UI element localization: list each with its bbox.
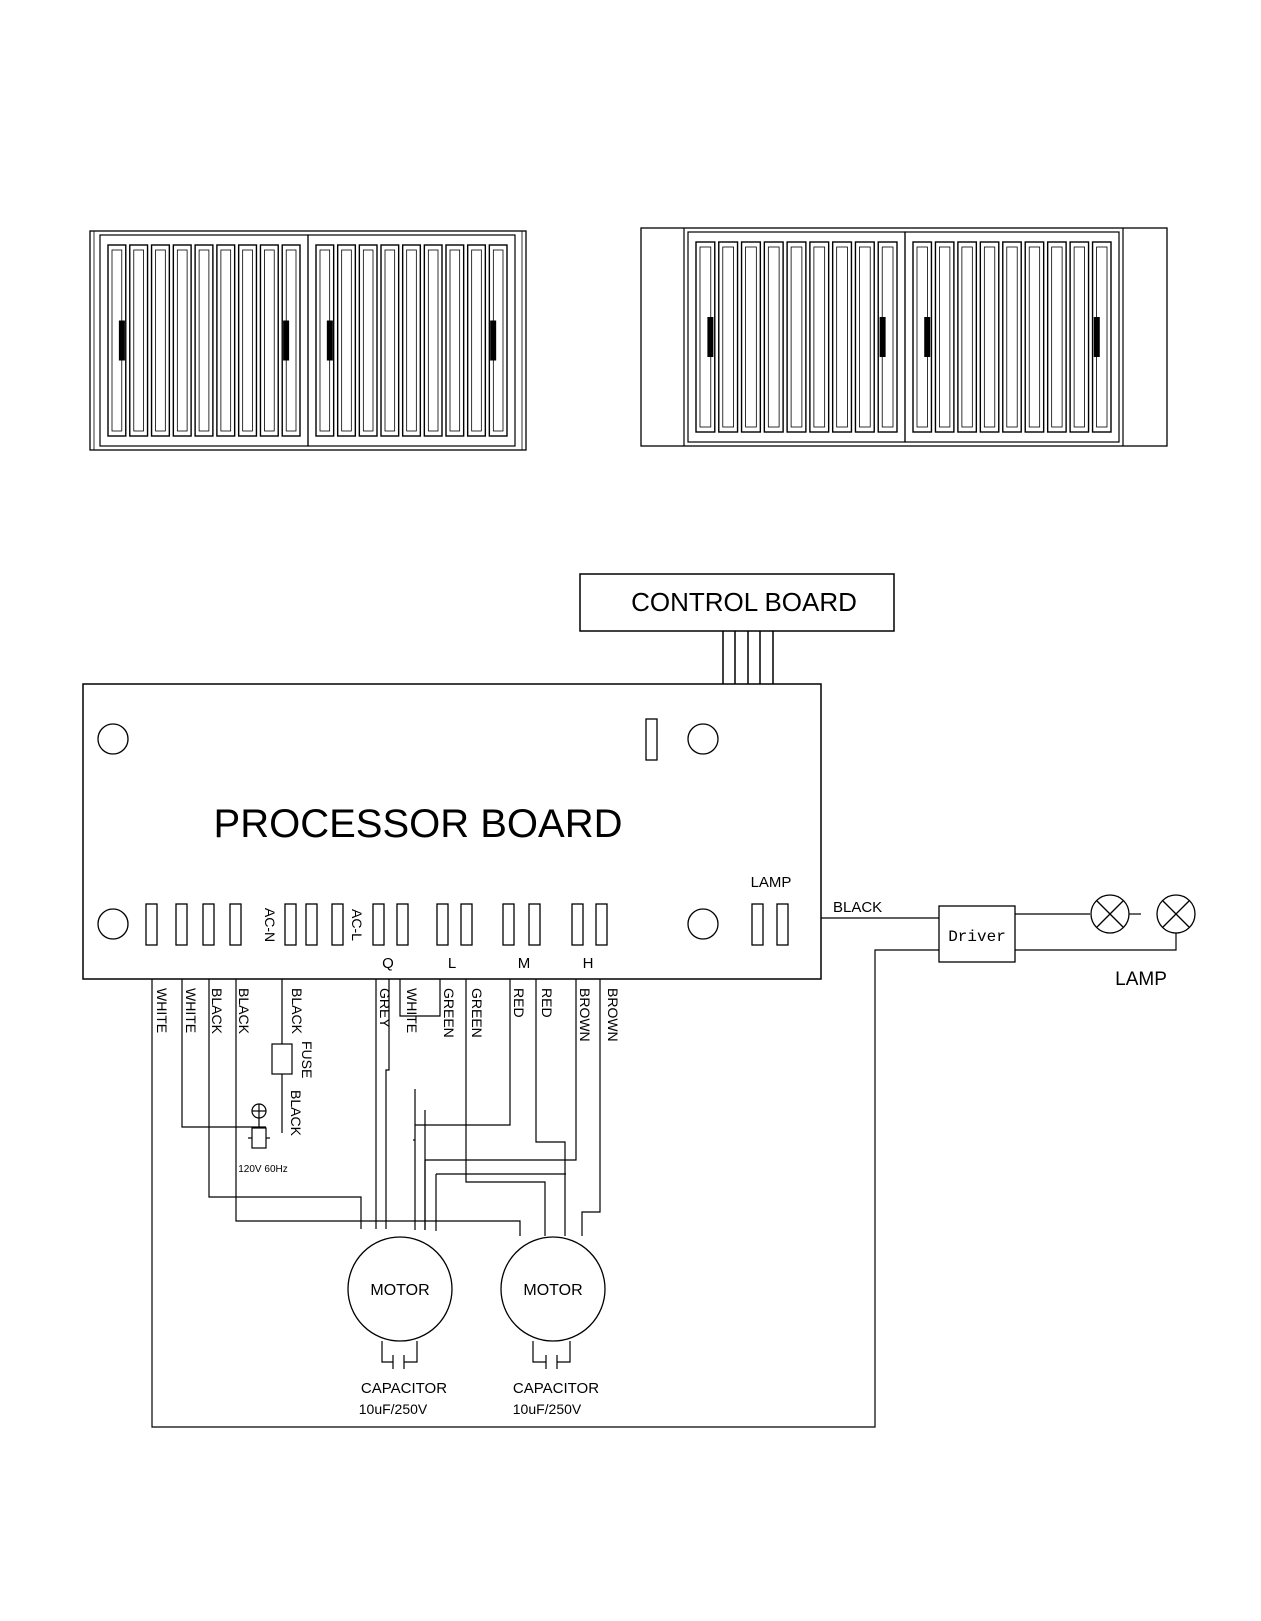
fuse: [272, 1044, 292, 1074]
wire-label-red: RED: [539, 988, 555, 1018]
lamp-bulb-icon: [1091, 895, 1129, 933]
driver: Driver: [939, 906, 1015, 962]
capacitor-2-label: CAPACITOR: [513, 1380, 599, 1397]
wire-label-green: GREEN: [469, 988, 485, 1038]
wire-label-grey: GREY: [377, 988, 393, 1028]
wire-label-brown: BROWN: [605, 988, 621, 1042]
supply-rating: 120V 60Hz: [238, 1164, 287, 1175]
ac-n-label: AC-N: [262, 908, 278, 942]
motor-1: MOTOR CAPACITOR 10uF/250V: [348, 1237, 452, 1417]
fuse-label: FUSE: [299, 1041, 315, 1078]
wire-label-white: WHITE: [154, 988, 170, 1033]
filter-grille-right: [641, 228, 1167, 446]
wire-label-white: WHITE: [183, 988, 199, 1033]
capacitor-1-label: CAPACITOR: [361, 1380, 447, 1397]
lamp-wire-label: BLACK: [833, 899, 882, 916]
control-board: CONTROL BOARD: [580, 574, 894, 684]
processor-board: PROCESSOR BOARD AC-N AC-L Q L M H LAMP: [83, 684, 821, 979]
processor-board-label: PROCESSOR BOARD: [214, 802, 623, 846]
power-plug-icon: [248, 1104, 270, 1148]
wire-label-green: GREEN: [441, 988, 457, 1038]
speed-l-label: L: [448, 955, 456, 972]
control-board-label: CONTROL BOARD: [631, 587, 857, 617]
ac-l-label: AC-L: [349, 909, 365, 941]
lamp-bulb-icon: [1157, 895, 1195, 933]
wire-label-white: WHITE: [404, 988, 420, 1033]
wire-label-black: BLACK: [236, 988, 252, 1035]
motor-2: MOTOR CAPACITOR 10uF/250V: [501, 1237, 605, 1417]
wire-label-black: BLACK: [289, 988, 305, 1035]
speed-m-label: M: [518, 955, 531, 972]
wire-labels: WHITE WHITE BLACK BLACK BLACK GREY WHITE…: [154, 988, 621, 1042]
motor-2-label: MOTOR: [523, 1282, 582, 1299]
filter-grille-left: [90, 231, 526, 450]
fuse-output-label: BLACK: [288, 1090, 304, 1137]
speed-h-label: H: [583, 955, 594, 972]
lamp-terminal-label: LAMP: [751, 874, 792, 891]
speed-q-label: Q: [382, 955, 394, 972]
wire-label-brown: BROWN: [577, 988, 593, 1042]
driver-label: Driver: [948, 928, 1006, 946]
wire-label-red: RED: [511, 988, 527, 1018]
capacitor-2-rating: 10uF/250V: [513, 1401, 582, 1417]
capacitor-1-rating: 10uF/250V: [359, 1401, 428, 1417]
ribbon-cable: [723, 631, 773, 684]
wire-label-black: BLACK: [209, 988, 225, 1035]
lamp-label: LAMP: [1115, 969, 1167, 990]
motor-1-label: MOTOR: [370, 1282, 429, 1299]
